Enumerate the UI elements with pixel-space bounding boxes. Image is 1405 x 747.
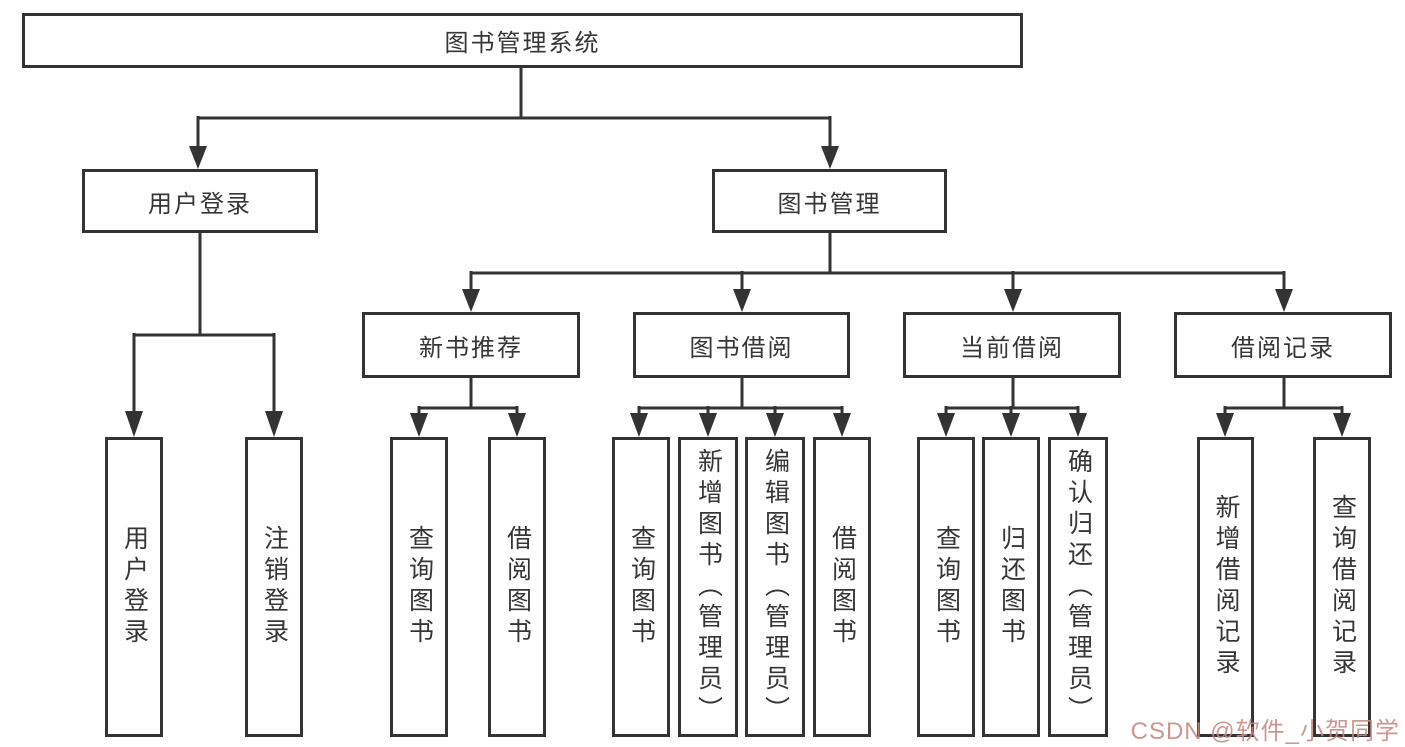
node-book-borrow: 图书借阅	[633, 312, 850, 378]
leaf-return-book-label: 归还图书	[997, 525, 1026, 649]
connector-book-borrow-children	[630, 378, 851, 437]
node-current-borrow-label: 当前借阅	[960, 334, 1064, 362]
node-book-borrow-label: 图书借阅	[689, 334, 794, 362]
leaf-new-book-borrow-label: 借阅图书	[503, 525, 532, 649]
leaf-return-book: 归还图书	[982, 437, 1040, 737]
node-root-label: 图书管理系统	[444, 30, 601, 57]
node-book-management: 图书管理	[712, 169, 947, 233]
leaf-add-borrow-record: 新增借阅记录	[1197, 437, 1254, 737]
connector-user-login-children	[125, 233, 283, 437]
connector-book-mgmt-children	[462, 233, 1293, 312]
leaf-borrow-book: 借阅图书	[813, 437, 871, 737]
leaf-add-borrow-record-label: 新增借阅记录	[1212, 494, 1240, 680]
leaf-add-book-admin: 新增图书（管理员）	[678, 437, 738, 737]
leaf-new-book-query-label: 查询图书	[405, 525, 434, 649]
leaf-edit-book-admin-label: 编辑图书（管理员）	[761, 447, 790, 727]
node-user-login-label: 用户登录	[148, 190, 252, 218]
leaf-current-query-book-label: 查询图书	[932, 525, 961, 649]
leaf-add-book-admin-label: 新增图书（管理员）	[694, 447, 723, 727]
node-new-book-recommend: 新书推荐	[362, 312, 580, 378]
node-borrow-records-label: 借阅记录	[1231, 334, 1335, 362]
leaf-confirm-return-admin-label: 确认归还（管理员）	[1064, 447, 1093, 727]
connector-new-book-children	[410, 378, 526, 437]
leaf-edit-book-admin: 编辑图书（管理员）	[745, 437, 805, 737]
leaf-new-book-borrow: 借阅图书	[488, 437, 546, 737]
leaf-user-login: 用户登录	[105, 437, 163, 737]
leaf-logout: 注销登录	[245, 437, 303, 737]
node-new-book-recommend-label: 新书推荐	[419, 334, 523, 362]
node-book-management-label: 图书管理	[777, 190, 882, 218]
leaf-user-login-label: 用户登录	[120, 525, 149, 649]
leaf-logout-label: 注销登录	[260, 525, 289, 649]
connector-borrow-records-children	[1216, 378, 1351, 437]
node-borrow-records: 借阅记录	[1174, 312, 1392, 378]
leaf-query-borrow-record: 查询借阅记录	[1313, 437, 1371, 737]
csdn-watermark: CSDN @软件_小贺同学	[1130, 718, 1400, 745]
leaf-borrow-query-book: 查询图书	[612, 437, 670, 737]
leaf-borrow-query-book-label: 查询图书	[627, 525, 656, 649]
leaf-borrow-book-label: 借阅图书	[828, 525, 857, 649]
leaf-new-book-query: 查询图书	[390, 437, 448, 737]
node-root-system: 图书管理系统	[22, 13, 1023, 68]
connector-root-to-level2	[189, 68, 839, 169]
leaf-current-query-book: 查询图书	[917, 437, 975, 737]
leaf-confirm-return-admin: 确认归还（管理员）	[1048, 437, 1108, 737]
connector-current-borrow-children	[937, 378, 1087, 437]
leaf-query-borrow-record-label: 查询借阅记录	[1328, 494, 1357, 680]
node-current-borrow: 当前借阅	[903, 312, 1121, 378]
node-user-login: 用户登录	[82, 169, 318, 233]
